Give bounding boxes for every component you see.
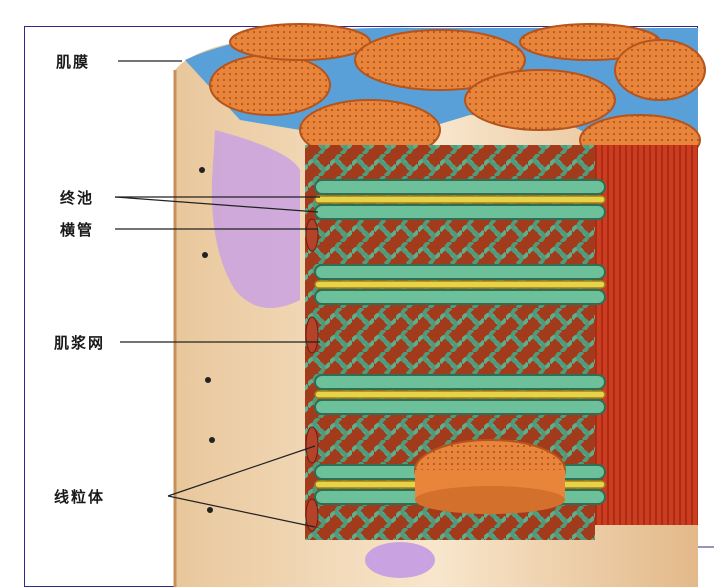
striated-myofibril xyxy=(590,145,698,525)
label-sarcolemma: 肌膜 xyxy=(56,53,91,71)
mitochondria xyxy=(305,218,319,532)
label-sarcoplasmic-reticulum: 肌浆网 xyxy=(54,334,106,352)
sarcoplasm-region xyxy=(211,130,300,308)
membrane-pores xyxy=(199,167,215,513)
terminal-cisternae xyxy=(314,179,606,505)
label-terminal-cisterna: 终池 xyxy=(60,189,95,207)
leader-lines xyxy=(114,60,320,528)
label-t-tubule: 横管 xyxy=(60,221,95,239)
sarcoplasm-bottom xyxy=(365,542,435,578)
label-mitochondria: 线粒体 xyxy=(54,488,106,506)
